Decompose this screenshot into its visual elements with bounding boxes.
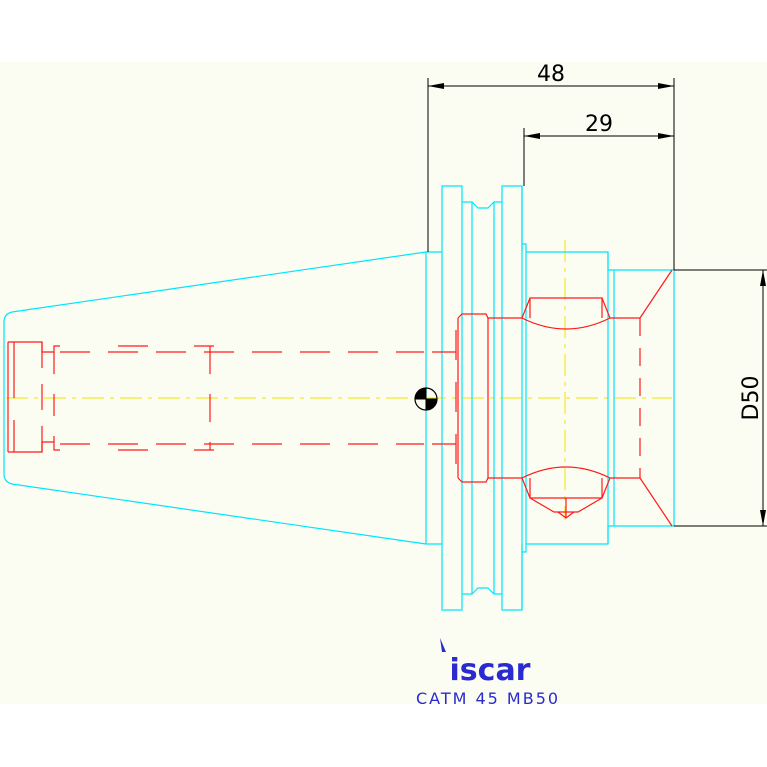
front-body bbox=[522, 243, 675, 553]
dimension-29-label: 29 bbox=[585, 112, 613, 137]
dimension-48-label: 48 bbox=[537, 62, 565, 87]
brand-logo-text: iscar bbox=[450, 653, 531, 688]
retention-bore bbox=[7, 330, 457, 466]
gauge-point-symbol bbox=[414, 387, 438, 411]
model-designation: CATM 45 MB50 bbox=[416, 689, 560, 708]
dimension-diameter: D50 bbox=[674, 269, 767, 527]
dimension-overall-length: 48 bbox=[427, 62, 675, 270]
drawing-sheet bbox=[0, 62, 767, 704]
dimension-partial-length: 29 bbox=[523, 112, 674, 186]
internal-bore bbox=[457, 269, 673, 527]
brand-logo: iscar bbox=[440, 638, 531, 688]
flange bbox=[426, 185, 523, 611]
dimension-d50-label: D50 bbox=[739, 376, 764, 421]
